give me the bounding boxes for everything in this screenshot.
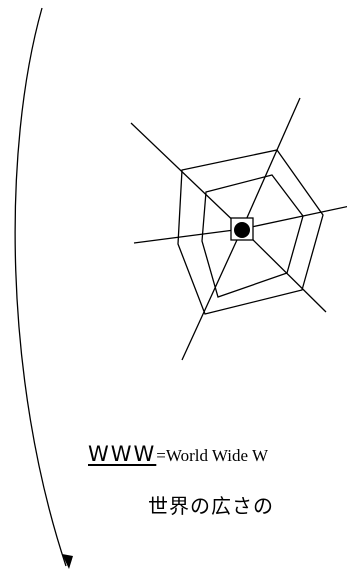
www-caption: WWW=World Wide W — [88, 442, 268, 466]
arrowhead-icon — [62, 554, 73, 569]
curved-arrow — [15, 8, 66, 566]
www-abbreviation: WWW — [88, 442, 156, 466]
caption-subtitle: 世界の広さの — [148, 490, 274, 519]
www-expansion: =World Wide W — [156, 446, 268, 465]
center-dot — [234, 222, 250, 238]
